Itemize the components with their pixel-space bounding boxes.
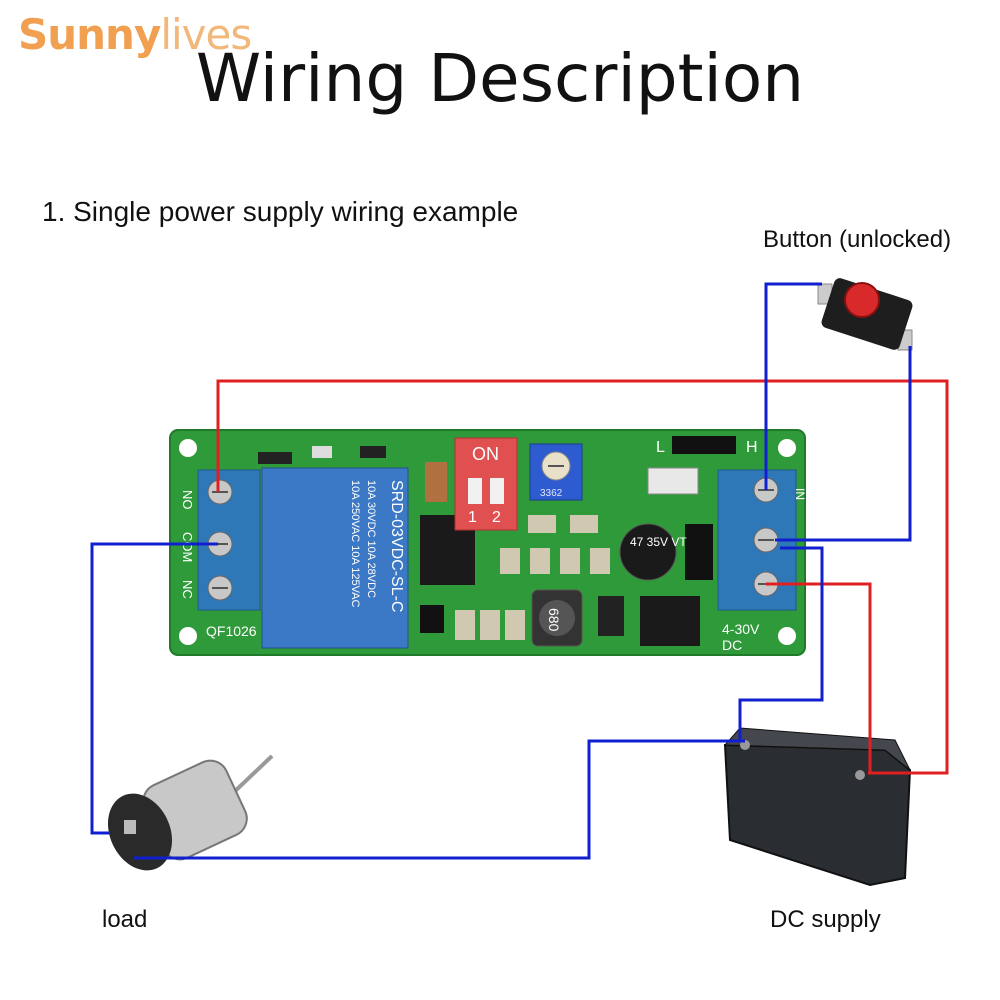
dip-on-label: ON [472,444,499,464]
capacitor: 47 35V VT [619,523,687,581]
terminal-no-label: NO [180,490,195,510]
relay-rating-1: 10A 250VAC 10A 125VAC [349,480,361,607]
blue-wire-button-return [775,346,912,542]
potentiometer: 3362 [529,443,583,501]
button-label: Button (unlocked) [763,226,952,253]
brand-logo: Sunnylives [18,14,252,56]
red-wire-dc-positive [766,582,872,773]
negative-wires [90,282,912,860]
blue-wire-button-in [764,282,822,490]
dip-switch: ON 1 2 [454,437,518,531]
pot-label: 3362 [540,488,563,499]
positive-wires [216,379,949,775]
dc-supply-label: DC supply [770,906,881,933]
jumper-header: L H [656,436,758,456]
dip-1-label: 1 [468,509,477,526]
blue-wire-dc-negative [738,546,824,742]
terminal-nc-label: NC [180,580,195,599]
motor-load [107,754,274,871]
blue-wire-load-com [90,542,218,835]
capacitor-label: 47 35V VT [630,535,687,549]
dip-2-label: 2 [492,509,501,526]
relay-rating-2: 10A 30VDC 10A 28VDC [365,480,377,598]
board-model: QF1026 [206,623,257,639]
brand-part1: Sunny [18,10,161,59]
relay-board: NO COM NC QF1026 SRD-03VDC-SL-C 10A 250V… [169,429,807,656]
brand-part2: lives [160,10,252,59]
inductor: 680 [531,589,583,647]
dc-label: DC [722,637,742,653]
relay: SRD-03VDC-SL-C 10A 250VAC 10A 125VAC 10A… [261,467,409,649]
blue-wire-load-battery [134,739,745,860]
red-wire-com-loop [216,379,949,775]
page-title: Wiring Description [195,40,805,117]
inductor-label: 680 [546,608,562,632]
terminal-in-label: IN [793,488,807,500]
battery [723,727,912,887]
relay-model: SRD-03VDC-SL-C [388,480,405,612]
load-label: load [102,906,148,933]
push-button [817,278,913,351]
section-subtitle: 1. Single power supply wiring example [42,196,519,227]
jumper-l-label: L [656,439,665,456]
terminal-com-label: COM [180,532,195,562]
jumper-h-label: H [746,439,758,456]
voltage-label: 4-30V [722,621,760,637]
output-terminal-block [197,469,261,611]
